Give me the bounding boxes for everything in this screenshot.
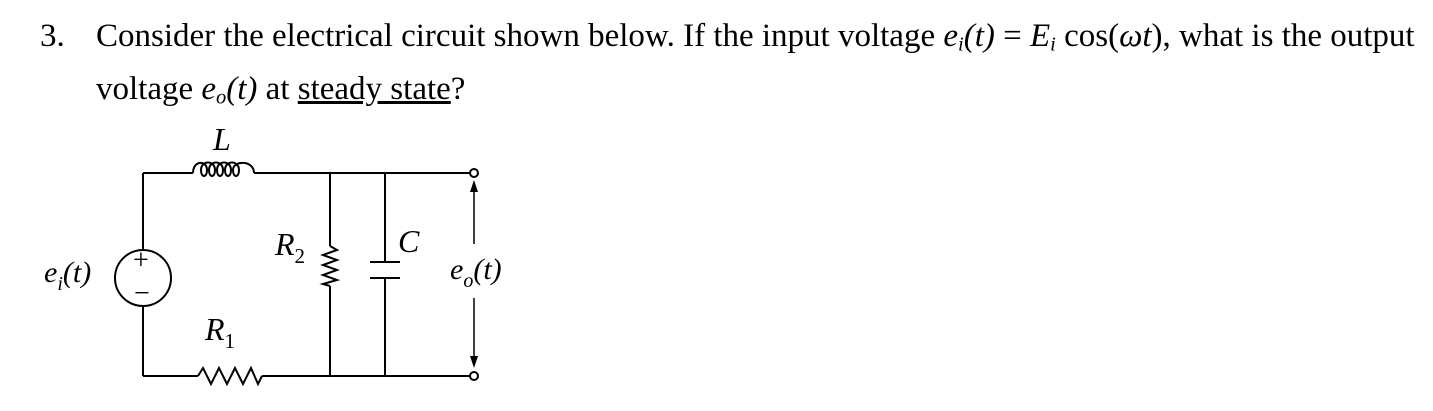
label-r2: R2 xyxy=(274,226,305,268)
arrow-down-head xyxy=(470,356,478,368)
capacitor xyxy=(370,261,400,279)
question-part2: ), what is the output voltage xyxy=(96,18,1415,107)
question-body: Consider the electrical circuit shown be… xyxy=(96,14,1426,119)
input-voltage-symbol: ei(t) xyxy=(943,18,995,56)
output-voltage-symbol: eo(t) xyxy=(201,70,258,109)
label-l: L xyxy=(212,121,231,157)
circuit-wires xyxy=(142,172,470,377)
inductor xyxy=(192,161,255,177)
label-ei: ei(t) xyxy=(44,256,91,295)
voltage-source xyxy=(114,249,172,307)
amplitude-symbol: Ei xyxy=(1029,18,1056,56)
omega-t: ωt xyxy=(1119,18,1152,54)
resistor-r2 xyxy=(319,245,341,287)
question-part3: at xyxy=(257,70,298,107)
label-c: C xyxy=(398,223,420,259)
steady-state-underlined: steady state xyxy=(297,70,451,107)
question-end: ? xyxy=(450,70,466,107)
label-eo: eo(t) xyxy=(450,253,502,292)
arrow-up-head xyxy=(470,180,478,192)
question-number: 3. xyxy=(40,18,65,54)
output-terminal-top xyxy=(469,168,479,178)
resistor-r1 xyxy=(197,365,263,387)
cos-text: cos( xyxy=(1055,18,1120,54)
output-terminal-bottom xyxy=(469,371,479,381)
equals-sign: = xyxy=(994,18,1030,54)
source-plus: + xyxy=(133,245,149,276)
label-r1: R1 xyxy=(204,311,235,353)
source-minus: − xyxy=(134,278,150,309)
question-part1: Consider the electrical circuit shown be… xyxy=(96,18,944,54)
